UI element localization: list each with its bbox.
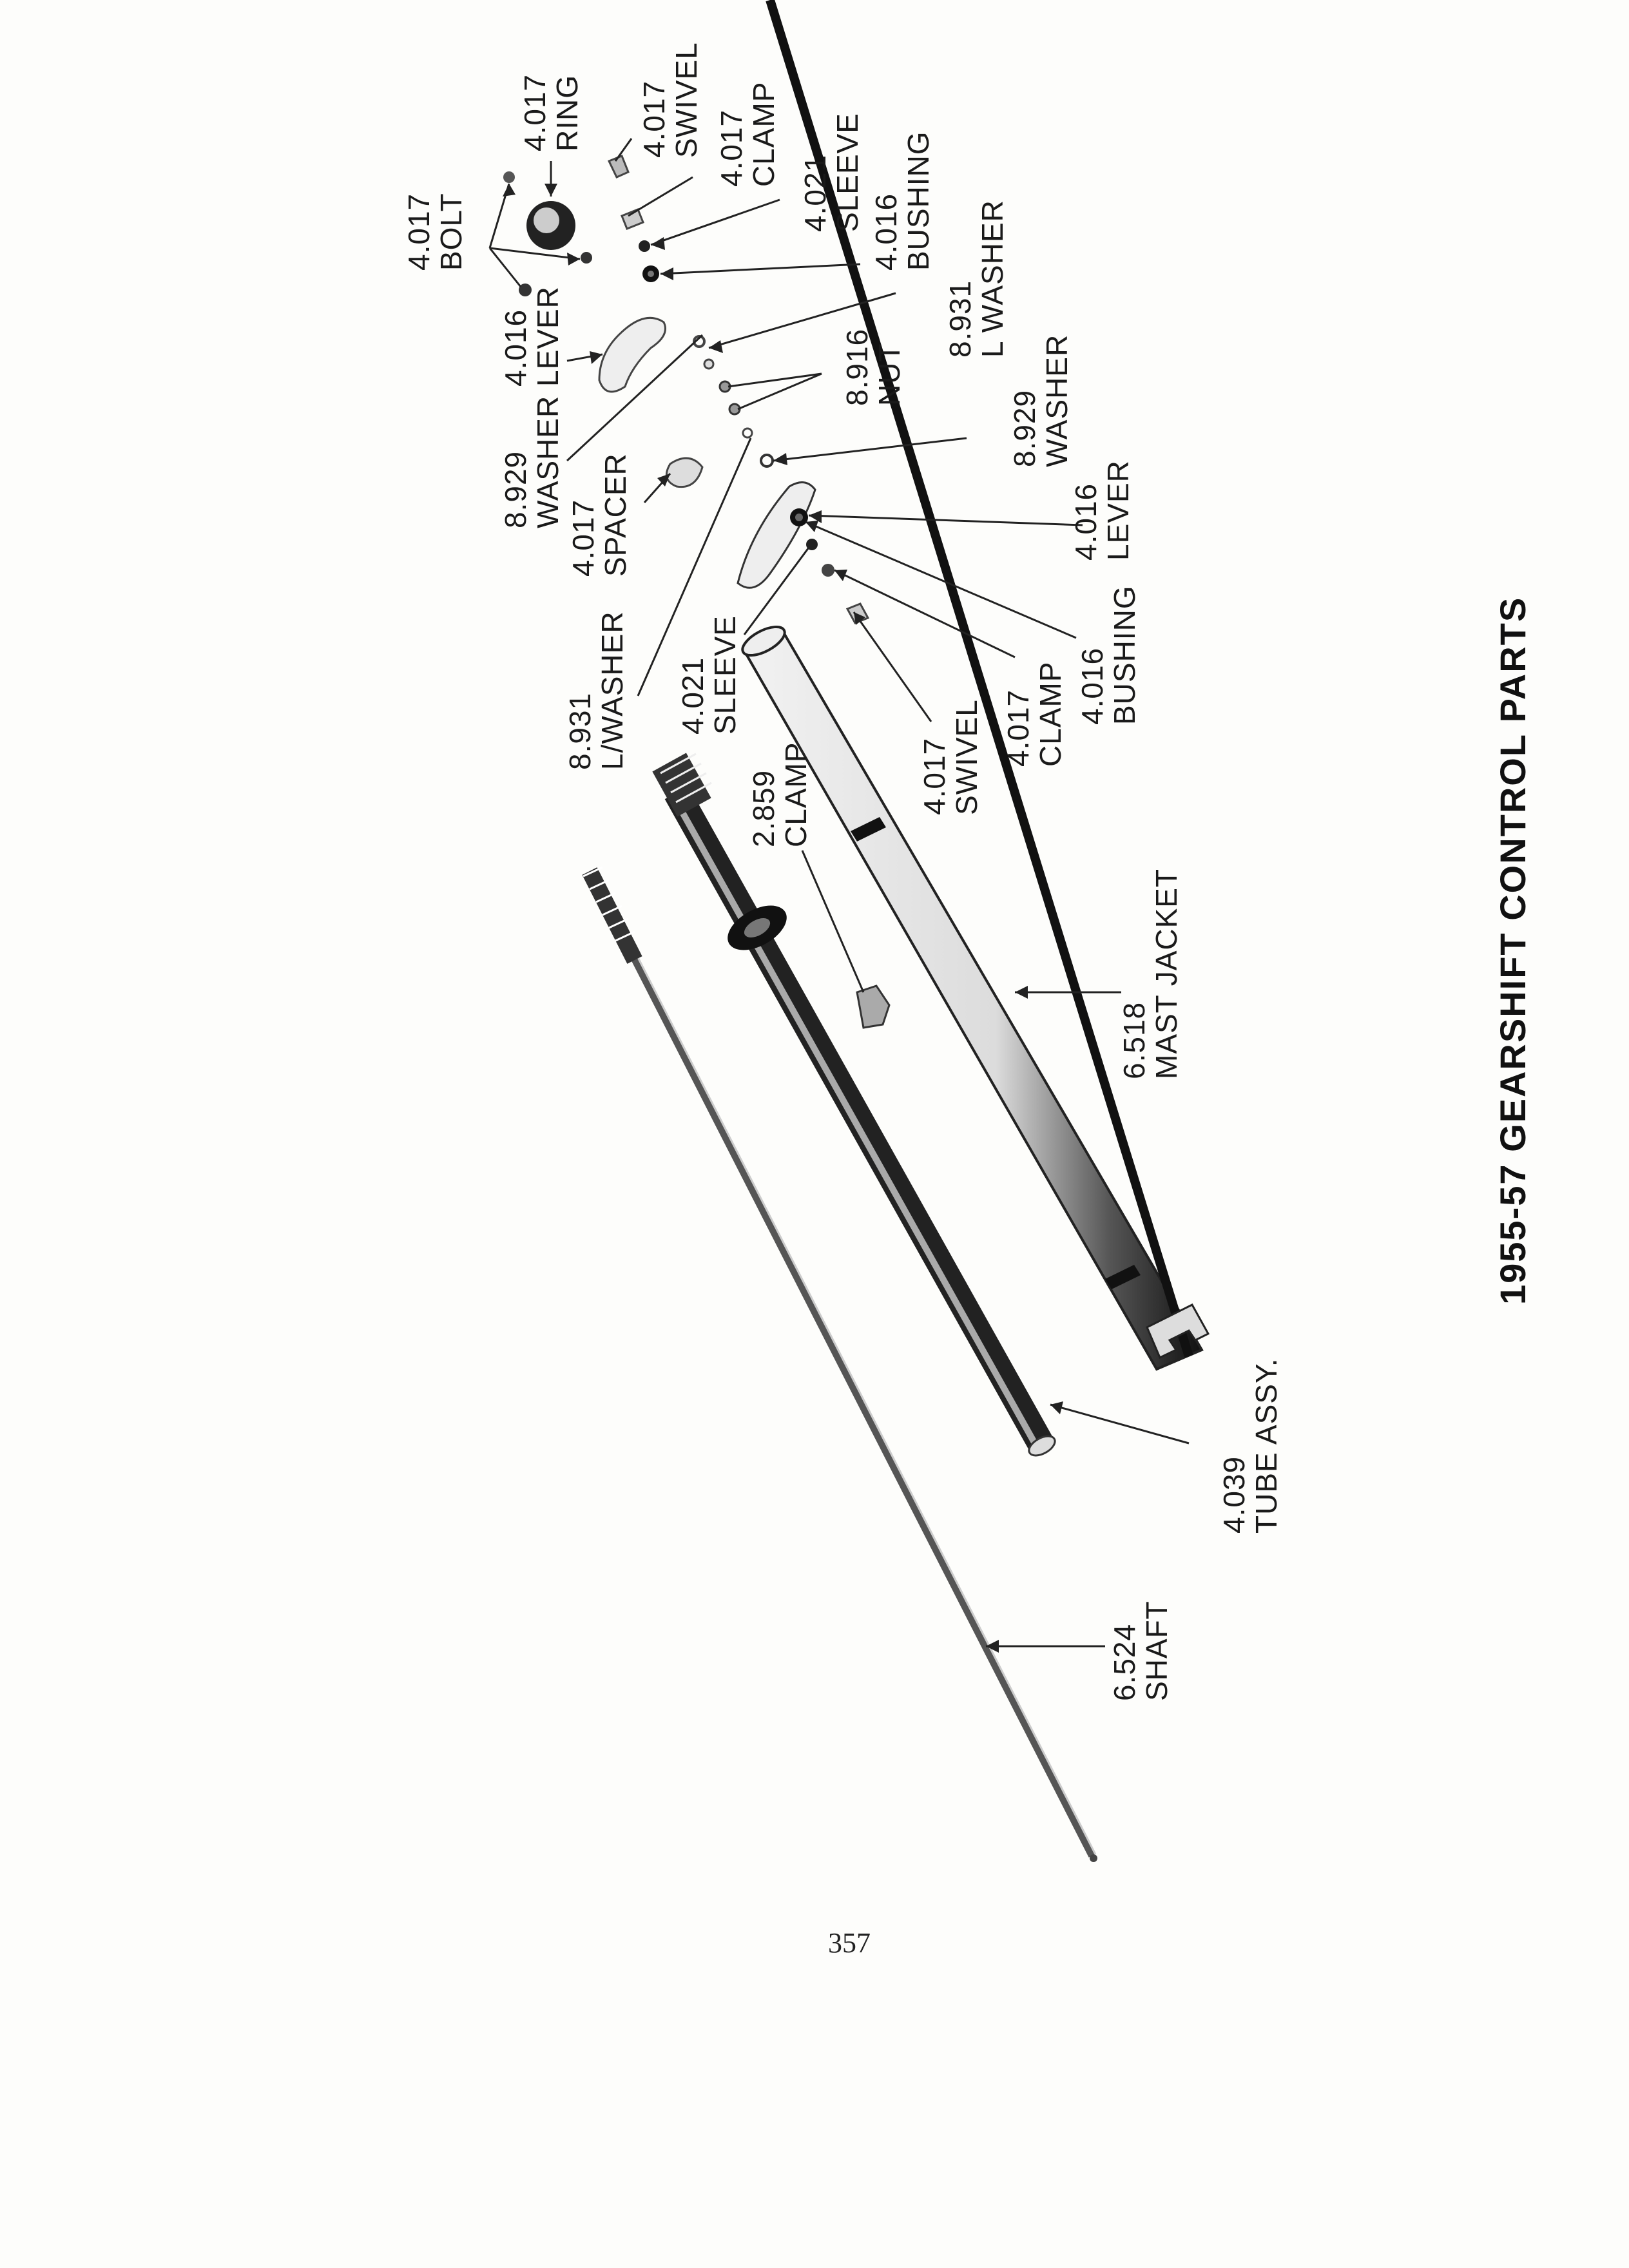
sleeve-bottom-part <box>806 539 818 550</box>
upper-parts-cluster <box>503 155 870 624</box>
ring-part <box>526 201 575 250</box>
bolt-part-2 <box>581 252 592 264</box>
lever-top-part <box>598 316 666 393</box>
spacer-part <box>665 457 704 488</box>
page-number: 357 <box>828 1927 871 1959</box>
swivel-top-part <box>607 155 630 178</box>
bolt-part-3 <box>519 284 532 296</box>
lwasher-bottom-part <box>742 427 753 439</box>
sleeve-top-part <box>639 240 650 252</box>
page-title: 1955-57 GEARSHIFT CONTROL PARTS <box>1492 596 1533 1305</box>
leader-arrowheads <box>503 184 1063 1653</box>
leader-lines <box>488 138 1190 1648</box>
shaft-spline <box>582 866 642 964</box>
bolt-part-1 <box>503 171 515 183</box>
mast-jacket-part <box>741 0 1210 1371</box>
shaft-part <box>582 866 1097 1862</box>
lwasher-top-part <box>703 358 715 370</box>
washer-right-part <box>760 454 774 468</box>
clamp-mid-part <box>822 564 834 577</box>
lever-bottom-part <box>737 481 816 589</box>
clamp-top-part <box>621 208 644 230</box>
tube-assy-part <box>652 753 1056 1457</box>
clamp-2859-part <box>856 985 891 1029</box>
washer-left-part <box>693 335 706 348</box>
